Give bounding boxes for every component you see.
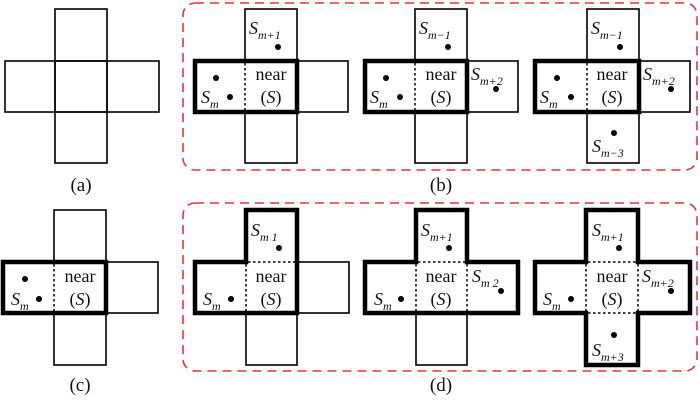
label-s-m-minus-1: Sm−1 xyxy=(591,18,623,42)
group-box-d xyxy=(182,202,698,372)
cell-right xyxy=(105,261,159,314)
label-s-m-plus-2: Sm+2 xyxy=(642,266,674,290)
near-set-label: (S) xyxy=(431,87,452,108)
cell-bottom xyxy=(414,111,468,164)
cell-bottom xyxy=(245,312,298,366)
label-s-m: Sm xyxy=(540,87,558,111)
cell-center xyxy=(54,60,108,113)
point xyxy=(668,86,674,92)
cell-bottom xyxy=(415,312,468,366)
cross-d3 xyxy=(532,207,693,368)
cell-bottom xyxy=(54,111,108,164)
cross-b1 xyxy=(192,8,349,164)
label-s-m: Sm xyxy=(543,289,561,313)
point xyxy=(611,332,617,338)
cross-b2 xyxy=(362,8,519,164)
cell-top xyxy=(54,8,108,62)
label-s-m-minus-3: Sm−3 xyxy=(592,136,624,160)
cross-b3 xyxy=(532,8,691,164)
point xyxy=(668,288,674,294)
near-region-outline xyxy=(192,58,300,115)
label-s-m-minus-1: Sm−1 xyxy=(419,18,451,42)
near-region-outline xyxy=(0,259,109,316)
point xyxy=(493,86,499,92)
near-set-label: (S) xyxy=(261,289,282,310)
label-s-m: Sm xyxy=(370,87,388,111)
label-s-m: Sm xyxy=(374,289,392,313)
label-s-m: Sm xyxy=(11,289,29,313)
near-region-outline xyxy=(192,207,300,316)
label-s-m-plus-1: Sm+1 xyxy=(249,18,281,42)
near-set-label: (S) xyxy=(602,289,623,310)
label-s-m: Sm xyxy=(201,87,219,111)
label-s-m-1: Sm 1 xyxy=(251,220,278,244)
label-s-m: Sm xyxy=(203,289,221,313)
cross-a xyxy=(4,8,160,164)
caption-b: (b) xyxy=(430,175,452,196)
cell-right xyxy=(296,60,349,113)
near-label: near xyxy=(426,266,457,286)
label-s-m-plus-2: Sm+2 xyxy=(471,64,503,88)
near-region-outline xyxy=(532,207,693,368)
near-region-outline xyxy=(362,58,470,115)
near-set-label: (S) xyxy=(431,289,452,310)
point xyxy=(398,296,404,302)
caption-d: (d) xyxy=(430,375,452,396)
point xyxy=(397,94,403,100)
near-region-outline xyxy=(532,58,642,115)
point xyxy=(228,296,234,302)
label-s-m-plus-2: Sm+2 xyxy=(643,64,675,88)
cell-top xyxy=(53,209,107,263)
label-s-m-2: Sm 2 xyxy=(472,266,499,290)
point xyxy=(276,245,282,251)
cell-bottom xyxy=(244,111,298,164)
near-label: near xyxy=(256,64,287,84)
point xyxy=(616,245,622,251)
near-set-label: (S) xyxy=(70,289,91,310)
label-s-m-plus-1: Sm+1 xyxy=(592,220,624,244)
point xyxy=(227,94,233,100)
cell-right xyxy=(296,261,350,314)
point xyxy=(611,130,617,136)
point xyxy=(617,44,623,50)
point xyxy=(498,288,504,294)
label-s-m-plus-3: Sm+3 xyxy=(592,340,624,364)
label-s-m-plus-1: Sm+1 xyxy=(421,220,453,244)
cell-right xyxy=(106,60,160,113)
point xyxy=(275,44,281,50)
point xyxy=(554,75,560,81)
point xyxy=(445,44,451,50)
point xyxy=(22,276,28,282)
near-region-outline xyxy=(362,207,521,316)
point xyxy=(446,245,452,251)
near-label: near xyxy=(597,266,628,286)
point xyxy=(213,75,219,81)
near-label: near xyxy=(426,64,457,84)
cell-bottom xyxy=(53,312,107,366)
point xyxy=(36,296,42,302)
near-label: near xyxy=(597,64,628,84)
group-box-b xyxy=(182,2,698,171)
cell-left xyxy=(4,60,56,113)
near-label: near xyxy=(256,266,287,286)
near-set-label: (S) xyxy=(602,87,623,108)
near-set-label: (S) xyxy=(261,87,282,108)
cross-d1 xyxy=(192,207,350,366)
near-label: near xyxy=(65,266,96,286)
point xyxy=(568,94,574,100)
cross-c xyxy=(0,209,159,366)
point xyxy=(383,75,389,81)
cross-d2 xyxy=(362,207,521,366)
caption-a: (a) xyxy=(70,175,91,196)
caption-c: (c) xyxy=(69,375,90,396)
point xyxy=(568,296,574,302)
